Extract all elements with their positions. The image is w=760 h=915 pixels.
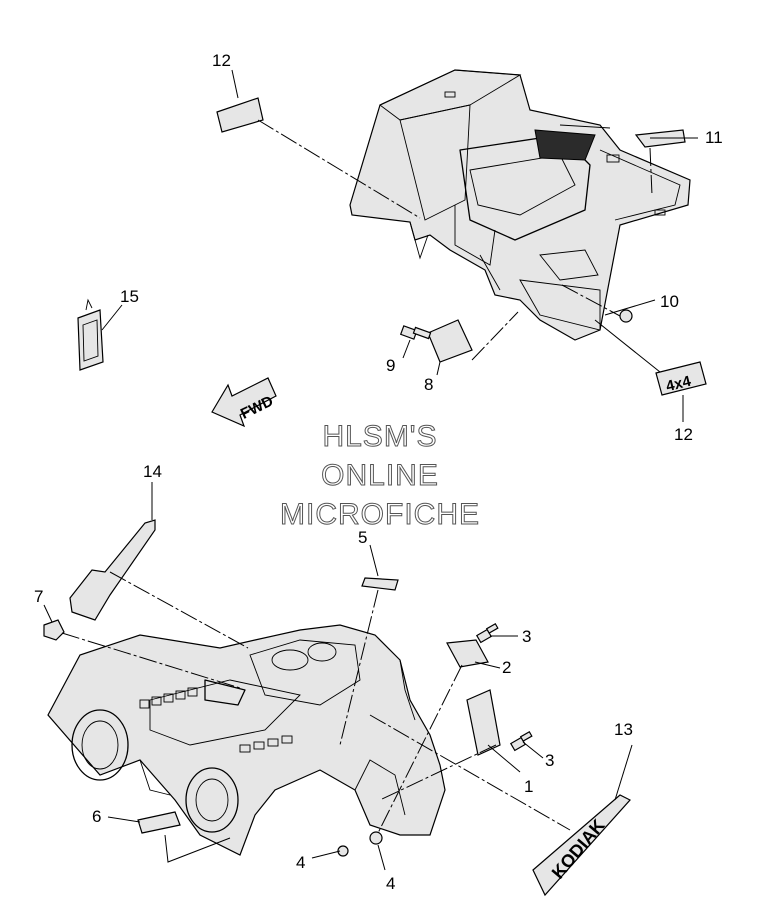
callout-4-left: 4	[296, 853, 305, 872]
cap-7	[43, 619, 65, 641]
washer-4-right	[369, 831, 383, 845]
decal-kodiak-13: KODIAK	[532, 794, 631, 897]
watermark-line-3: MICROFICHE	[280, 498, 480, 531]
callout-13: 13	[614, 720, 633, 739]
decal-14	[69, 519, 156, 621]
label-6	[137, 811, 181, 834]
callout-4-right: 4	[386, 874, 395, 893]
callout-8: 8	[424, 375, 433, 394]
fwd-arrow: FWD	[211, 377, 277, 428]
callout-2: 2	[502, 658, 511, 677]
bolt-3-upper	[475, 622, 499, 644]
plate-1	[466, 689, 501, 756]
callout-3-lower: 3	[545, 751, 554, 770]
callout-10: 10	[660, 292, 679, 311]
rear-fender	[349, 69, 691, 341]
bolt-9	[399, 325, 432, 340]
grommet-10	[619, 309, 633, 323]
fender-vents	[139, 687, 293, 753]
plate-2	[446, 639, 489, 668]
callout-5: 5	[358, 528, 367, 547]
callout-15: 15	[120, 287, 139, 306]
callout-1: 1	[524, 777, 533, 796]
callout-6: 6	[92, 807, 101, 826]
badge-4x4-text: 4x4	[664, 373, 693, 396]
badge-4x4: 4x4	[655, 361, 707, 396]
label-5	[361, 577, 399, 591]
callout-7: 7	[34, 587, 43, 606]
watermark-line-2: ONLINE	[321, 459, 439, 492]
caution-tag-15	[77, 298, 104, 371]
callout-9: 9	[386, 356, 395, 375]
callout-11: 11	[705, 128, 723, 147]
callout-12-top: 12	[212, 51, 231, 70]
watermark: HLSM'S ONLINE MICROFICHE	[280, 420, 480, 532]
bolt-3-lower	[509, 730, 533, 752]
plate-8	[427, 319, 473, 363]
callouts: 12 11 15 10 9 8 12 14 5 7 3 2 13 3 1 6 4…	[34, 51, 723, 893]
callout-14: 14	[143, 462, 162, 481]
leader-lines	[43, 69, 698, 871]
watermark-line-1: HLSM'S	[322, 420, 437, 453]
callout-3-upper: 3	[522, 627, 531, 646]
callout-12-badge: 12	[674, 425, 693, 444]
label-12-top	[216, 97, 264, 133]
front-fender	[47, 624, 446, 856]
